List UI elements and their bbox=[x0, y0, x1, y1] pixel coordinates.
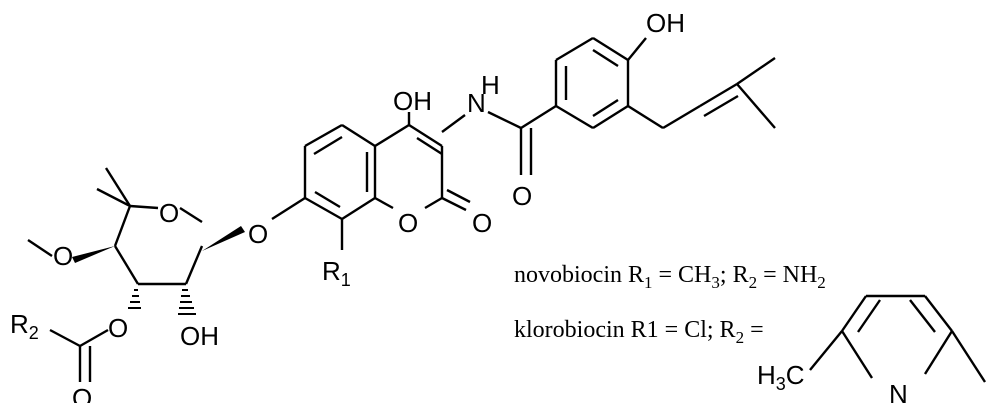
enol-oh-label: OH bbox=[393, 86, 432, 116]
coumarin-benzo-ring bbox=[303, 123, 376, 221]
amide-o-label: O bbox=[512, 181, 532, 211]
h3c-label: H3C bbox=[757, 360, 805, 394]
lactone-ring-o-label: O bbox=[398, 208, 418, 238]
methoxy-o-label: O bbox=[53, 241, 73, 271]
r2-label: R2 bbox=[10, 309, 39, 343]
ester-o-label: O bbox=[108, 313, 128, 343]
methoxy-wedge bbox=[72, 246, 115, 263]
phenol-oh-label: OH bbox=[646, 8, 685, 38]
amide-h-label: H bbox=[481, 70, 500, 100]
phenol-bond bbox=[627, 37, 647, 61]
novobiocin-caption: novobiocin R1 = CH3; R2 = NH2 bbox=[514, 262, 826, 292]
ester-r2-bond bbox=[49, 328, 81, 348]
glycosidic-bond bbox=[271, 196, 306, 221]
amide-linkage bbox=[441, 104, 557, 175]
glycosidic-wedge bbox=[202, 226, 245, 251]
ester-acyl-bond bbox=[79, 328, 109, 348]
ester-carbonyl-o-label: O bbox=[72, 383, 92, 403]
glycosidic-o-label: O bbox=[248, 219, 268, 249]
noviose-ring bbox=[96, 167, 204, 286]
coumarin-pyranone-ring bbox=[373, 112, 471, 212]
r1-label: R1 bbox=[322, 256, 351, 290]
pyrrole-n-label: N bbox=[889, 379, 908, 403]
sugar-oh-hashed-bond bbox=[178, 289, 196, 315]
hydroxybenzoyl-ring bbox=[554, 36, 630, 130]
amide-n-label: N bbox=[467, 88, 486, 118]
prenyl-chain bbox=[627, 57, 776, 130]
ester-hashed-bond bbox=[128, 289, 141, 309]
lactone-carbonyl-o-label: O bbox=[472, 208, 492, 238]
pyran-ring-o-label: O bbox=[159, 198, 179, 228]
sugar-oh-label: OH bbox=[180, 321, 219, 351]
methyl-bond bbox=[27, 239, 53, 257]
klorobiocin-caption: klorobiocin R1 = Cl; R2 = bbox=[514, 317, 764, 347]
dimethylpyrrole-ring bbox=[809, 294, 987, 383]
